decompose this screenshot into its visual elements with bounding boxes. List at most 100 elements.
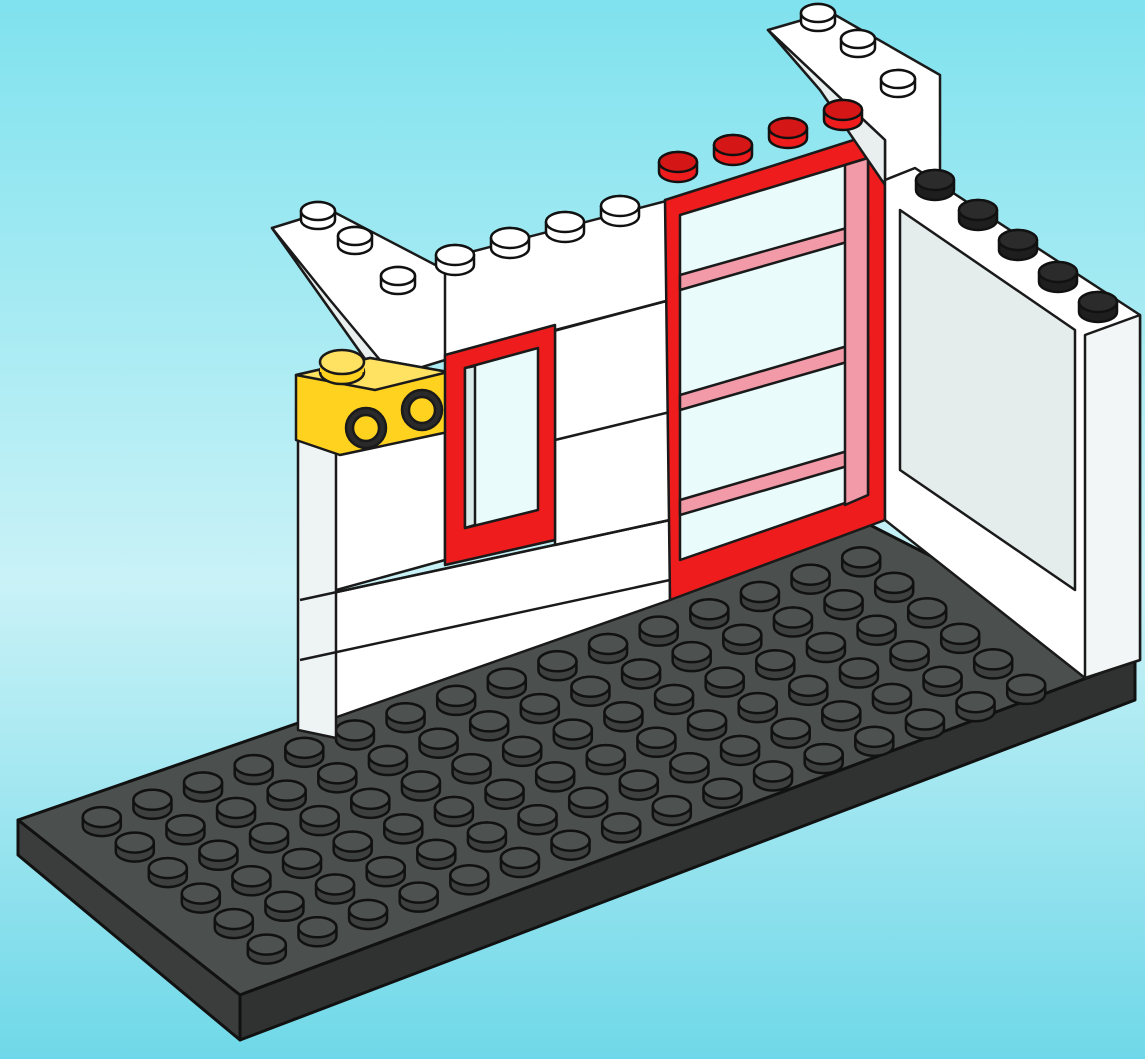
- baseplate-stud: [232, 866, 270, 895]
- baseplate-stud: [602, 813, 640, 842]
- baseplate-stud: [521, 694, 559, 723]
- baseplate-stud: [840, 659, 878, 688]
- baseplate-stud: [653, 796, 691, 825]
- slope-stud: [801, 4, 835, 31]
- baseplate-stud: [690, 599, 728, 628]
- baseplate-stud: [891, 641, 929, 670]
- baseplate-stud: [217, 798, 255, 827]
- baseplate-stud: [538, 651, 576, 680]
- baseplate-stud: [349, 900, 387, 929]
- slope-stud: [881, 70, 915, 97]
- baseplate-stud: [298, 917, 336, 946]
- baseplate-stud: [116, 833, 154, 862]
- baseplate-stud: [149, 858, 187, 887]
- baseplate-stud: [670, 753, 708, 782]
- baseplate-stud: [501, 848, 539, 877]
- baseplate-stud: [774, 608, 812, 637]
- baseplate-stud: [235, 755, 273, 784]
- baseplate-stud: [133, 790, 171, 819]
- slope-stud: [301, 202, 335, 229]
- baseplate-stud: [248, 935, 286, 964]
- baseplate-stud: [184, 772, 222, 801]
- baseplate-stud: [789, 676, 827, 705]
- window-stud: [824, 100, 862, 130]
- baseplate-stud: [873, 684, 911, 713]
- baseplate-stud: [417, 840, 455, 869]
- baseplate-stud: [437, 686, 475, 715]
- slope-stud: [381, 267, 415, 294]
- wall-stud: [546, 212, 584, 242]
- baseplate-stud: [688, 710, 726, 739]
- baseplate-stud: [855, 727, 893, 756]
- side-wall-stud: [999, 230, 1037, 260]
- baseplate-stud: [453, 754, 491, 783]
- baseplate-stud: [450, 865, 488, 894]
- baseplate-stud: [906, 710, 944, 739]
- baseplate-stud: [706, 668, 744, 697]
- baseplate-stud: [858, 616, 896, 645]
- baseplate-stud: [842, 547, 880, 576]
- small-window: [445, 325, 555, 565]
- baseplate-stud: [367, 857, 405, 886]
- slope-stud: [338, 227, 372, 254]
- baseplate-stud: [468, 823, 506, 852]
- wall-stud: [436, 245, 474, 275]
- baseplate-stud: [199, 841, 237, 870]
- baseplate-stud: [640, 617, 678, 646]
- baseplate-stud: [754, 761, 792, 790]
- baseplate-stud: [265, 892, 303, 921]
- baseplate-stud: [908, 598, 946, 627]
- wall-stud: [601, 196, 639, 226]
- window-stud: [659, 152, 697, 182]
- baseplate-stud: [351, 789, 389, 818]
- baseplate-stud: [250, 823, 288, 852]
- baseplate-stud: [924, 667, 962, 696]
- baseplate-stud: [215, 909, 253, 938]
- baseplate-stud: [268, 781, 306, 810]
- baseplate-stud: [536, 762, 574, 791]
- baseplate-stud: [756, 650, 794, 679]
- side-wall-stud: [1079, 292, 1117, 322]
- baseplate-stud: [486, 780, 524, 809]
- baseplate-stud: [387, 703, 425, 732]
- baseplate-stud: [739, 693, 777, 722]
- baseplate-stud: [488, 669, 526, 698]
- side-wall-stud: [959, 200, 997, 230]
- baseplate-stud: [503, 737, 541, 766]
- wall-stud: [491, 228, 529, 258]
- baseplate-stud: [604, 702, 642, 731]
- baseplate-stud: [301, 806, 339, 835]
- baseplate-stud: [620, 771, 658, 800]
- baseplate-stud: [941, 624, 979, 653]
- side-wall-stud: [1039, 262, 1077, 292]
- slope-stud: [841, 30, 875, 57]
- baseplate-stud: [285, 738, 323, 767]
- baseplate-stud: [792, 565, 830, 594]
- window-stud: [714, 135, 752, 165]
- baseplate-stud: [334, 832, 372, 861]
- baseplate-stud: [182, 884, 220, 913]
- baseplate-stud: [470, 711, 508, 740]
- baseplate-stud: [825, 590, 863, 619]
- baseplate-stud: [589, 634, 627, 663]
- large-window: [665, 130, 885, 600]
- baseplate-stud: [974, 649, 1012, 678]
- baseplate-stud: [83, 807, 121, 836]
- baseplate-stud: [554, 720, 592, 749]
- baseplate-stud: [316, 874, 354, 903]
- baseplate-stud: [166, 815, 204, 844]
- baseplate-stud: [318, 763, 356, 792]
- baseplate-stud: [957, 692, 995, 721]
- baseplate-stud: [805, 744, 843, 773]
- baseplate-stud: [772, 719, 810, 748]
- baseplate-stud: [673, 642, 711, 671]
- baseplate-stud: [723, 625, 761, 654]
- side-wall-stud: [916, 170, 954, 200]
- baseplate-stud: [435, 797, 473, 826]
- baseplate-stud: [587, 745, 625, 774]
- baseplate-stud: [402, 772, 440, 801]
- baseplate-stud: [807, 633, 845, 662]
- wall-brick-left-face: [298, 440, 336, 738]
